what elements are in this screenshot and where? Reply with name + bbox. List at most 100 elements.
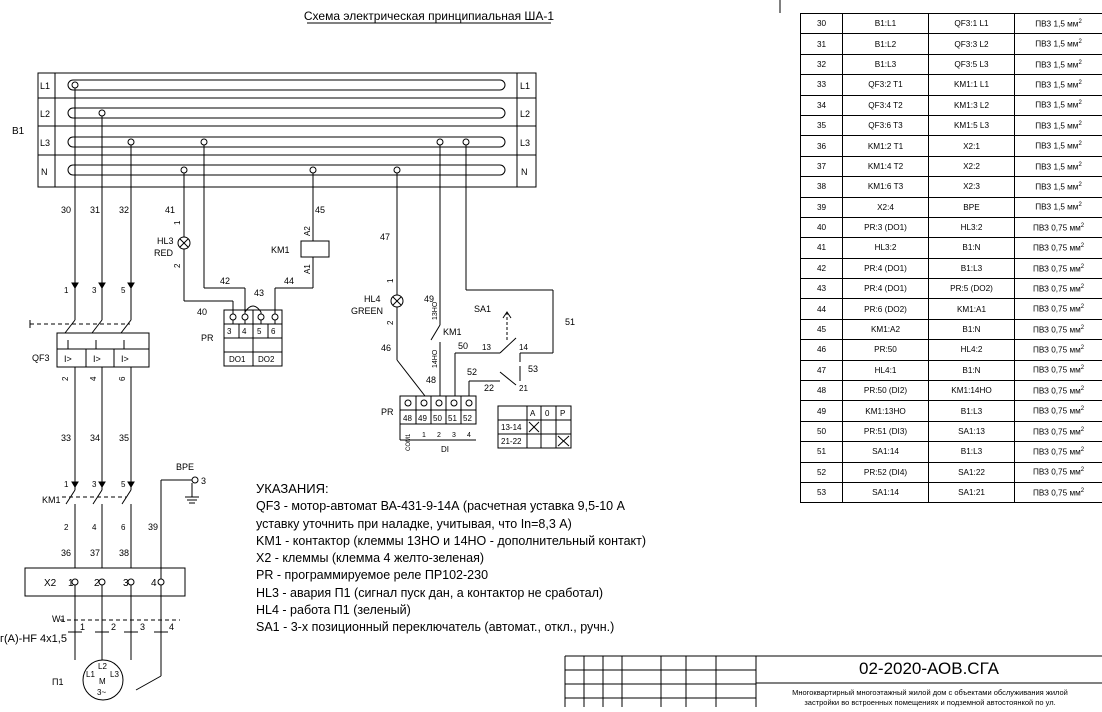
svg-text:N: N [41,167,48,177]
notes-line: HL4 - работа П1 (зеленый) [256,602,696,619]
wire-number: 34 [801,95,843,115]
hl4-label: HL4 [364,294,381,304]
svg-text:1: 1 [64,286,69,295]
svg-text:4: 4 [242,327,247,336]
svg-text:L1: L1 [40,81,50,91]
motor-label: П1 [52,677,63,687]
wire-to: B1:N [929,238,1015,258]
wire-type: ПВЗ 1,5 мм2 [1015,34,1102,54]
svg-text:40: 40 [197,307,207,317]
svg-text:2: 2 [64,523,69,532]
wire-to: QF3:1 L1 [929,14,1015,34]
svg-text:L3: L3 [40,138,50,148]
svg-text:3: 3 [92,286,97,295]
wire-to: QF3:3 L2 [929,34,1015,54]
wire-to: X2:2 [929,156,1015,176]
wire-to: B1:N [929,319,1015,339]
wire-to: SA1:13 [929,421,1015,441]
wire-from: PR:50 (DI2) [843,381,929,401]
title-block-desc-line: Многоквартирный многоэтажный жилой дом с… [758,688,1102,698]
wire-number: 36 [801,136,843,156]
svg-text:L2: L2 [98,662,107,671]
svg-text:1: 1 [64,480,69,489]
svg-text:L2: L2 [520,109,530,119]
svg-text:31: 31 [90,205,100,215]
svg-text:4: 4 [169,622,174,632]
svg-text:14НО: 14НО [432,349,439,368]
svg-text:3: 3 [123,578,129,589]
svg-text:L1: L1 [86,670,95,679]
svg-text:1: 1 [173,220,182,225]
wire-from: PR:51 (DI3) [843,421,929,441]
svg-text:39: 39 [148,522,158,532]
wire-number: 52 [801,462,843,482]
svg-text:5: 5 [121,286,126,295]
notes-line: уставку уточнить при наладке, учитывая, … [256,516,696,533]
wire-to: KM1:3 L2 [929,95,1015,115]
svg-text:52: 52 [467,367,477,377]
wire-to: HL3:2 [929,217,1015,237]
svg-text:3: 3 [140,622,145,632]
svg-text:COM1: COM1 [406,433,412,451]
svg-text:3: 3 [92,480,97,489]
wire-type: ПВЗ 0,75 мм2 [1015,238,1102,258]
wire-number: 37 [801,156,843,176]
wire-number: 32 [801,54,843,74]
svg-text:49: 49 [418,414,427,423]
wire-from: KM1:4 T2 [843,156,929,176]
wire-number: 31 [801,34,843,54]
pr-do-label: PR [201,333,214,343]
wire-from: PR:52 (DI4) [843,462,929,482]
wire-from: KM1:13HO [843,401,929,421]
svg-text:36: 36 [61,548,71,558]
svg-text:38: 38 [119,548,129,558]
wire-from: HL3:2 [843,238,929,258]
wire-number: 42 [801,258,843,278]
wire-number: 41 [801,238,843,258]
bus-line-labels: L1 L2 L3 N L1 L2 L3 N [40,81,530,177]
svg-text:L2: L2 [40,109,50,119]
wire-from: KM1:6 T3 [843,177,929,197]
x2-label: X2 [44,578,57,589]
svg-text:21-22: 21-22 [501,437,522,446]
svg-text:4: 4 [151,578,157,589]
svg-text:52: 52 [463,414,472,423]
wire-type: ПВЗ 1,5 мм2 [1015,54,1102,74]
svg-text:3~: 3~ [97,688,106,697]
svg-text:L1: L1 [520,81,530,91]
notes-line: QF3 - мотор-автомат ВА-431-9-14А (расчет… [256,498,696,515]
notes-line: SA1 - 3-х позиционный переключатель (авт… [256,619,696,636]
wire-from: KM1:A2 [843,319,929,339]
wire-number: 45 [801,319,843,339]
svg-text:33: 33 [61,433,71,443]
wire-from: PR:50 [843,340,929,360]
wire-type: ПВЗ 1,5 мм2 [1015,177,1102,197]
svg-text:2: 2 [386,320,395,325]
svg-text:2: 2 [437,432,441,439]
wire-type: ПВЗ 0,75 мм2 [1015,299,1102,319]
svg-text:5: 5 [257,327,262,336]
bpe-label: BPE [176,462,194,472]
title-block-code: 02-2020-АОВ.СГА [756,659,1102,679]
wire-type: ПВЗ 0,75 мм2 [1015,442,1102,462]
wire-from: PR:6 (DO2) [843,299,929,319]
svg-text:3: 3 [452,432,456,439]
wire-type: ПВЗ 1,5 мм2 [1015,95,1102,115]
svg-text:46: 46 [381,343,391,353]
svg-text:50: 50 [458,341,468,351]
qf3-label: QF3 [32,353,50,363]
wire-number: 39 [801,197,843,217]
svg-text:51: 51 [448,414,457,423]
svg-text:2: 2 [61,376,70,381]
wire-from: X2:4 [843,197,929,217]
wire-to: SA1:21 [929,482,1015,502]
